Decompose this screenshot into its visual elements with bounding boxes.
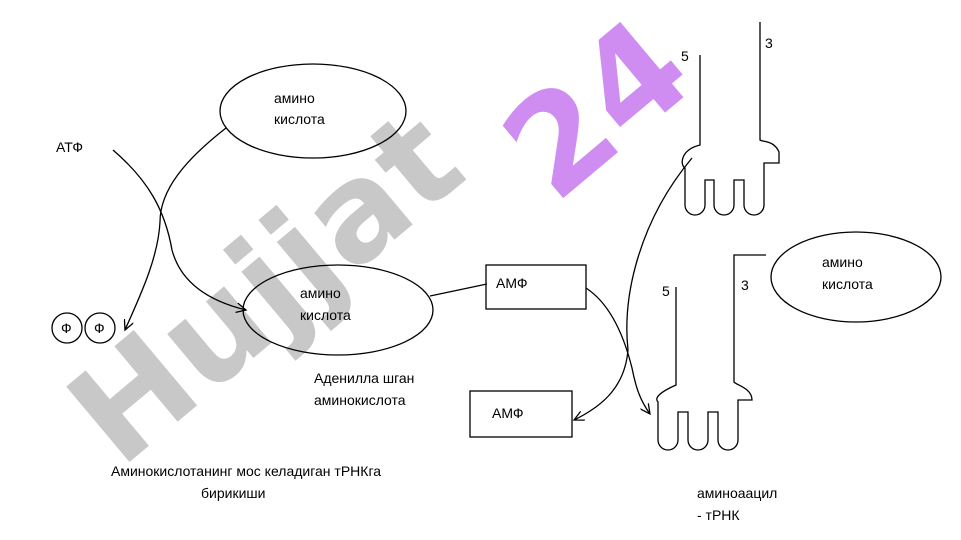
amino-acid-ellipse-top [219, 63, 407, 159]
caption-line1: Аминокислотанинг мос келадиган тРНКга [111, 463, 381, 479]
atf-label: АТФ [56, 139, 83, 155]
caption-line2: бирикиши [201, 485, 265, 501]
watermark: Hujjat 24 [40, 0, 720, 495]
arrow-atf-to-adenylated [112, 149, 246, 310]
adenylated-line2: аминокислота [314, 392, 406, 408]
amino-top-line1: амино [274, 90, 315, 106]
amino-right-line1: амино [822, 254, 863, 270]
amf-box-2-label: АМФ [492, 405, 524, 421]
phosphate-label-2: Ф [94, 320, 105, 336]
amf-box-1 [485, 264, 587, 310]
aminoacyl-line1: аминоаацил [697, 485, 777, 501]
arrow-amino-to-phosphates [125, 127, 227, 330]
amino-mid-line2: кислота [300, 307, 351, 323]
adenylated-line1: Аденилла шган [314, 370, 414, 386]
trna-bottom-5: 5 [662, 283, 670, 299]
amf-box-2 [469, 390, 573, 438]
watermark-purple-text: 24 [475, 0, 720, 230]
amino-mid-line1: амино [300, 285, 341, 301]
arrow-trna-to-amf2 [574, 157, 693, 420]
phosphate-label-1: Ф [61, 320, 72, 336]
amino-acid-ellipse-right [770, 231, 942, 323]
amino-top-line2: кислота [274, 111, 325, 127]
trna-top-5: 5 [681, 48, 689, 64]
amf-box-1-label: АМФ [496, 275, 528, 291]
link-amino-amf [429, 283, 488, 297]
trna-bottom [656, 254, 766, 451]
trna-top [681, 22, 780, 216]
arrow-amf-to-trna [585, 287, 650, 414]
phosphate-circle-1 [51, 312, 83, 344]
aminoacyl-line2: - тРНК [697, 507, 740, 523]
phosphate-circle-2 [84, 312, 116, 344]
amino-right-line2: кислота [822, 276, 873, 292]
watermark-gray-text: Hujjat [40, 80, 491, 494]
trna-bottom-3: 3 [741, 277, 749, 293]
trna-top-3: 3 [765, 35, 773, 51]
amino-acid-ellipse-middle [242, 264, 434, 356]
